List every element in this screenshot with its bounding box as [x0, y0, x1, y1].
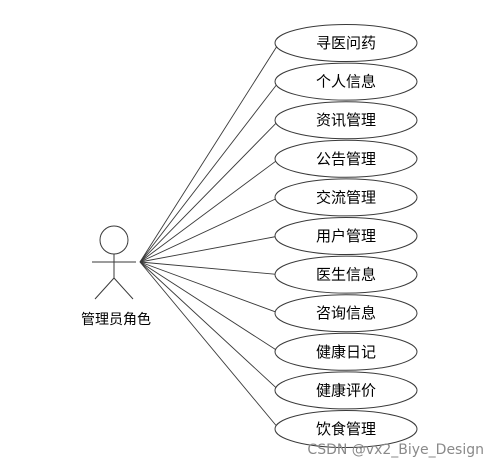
use-case-label: 健康评价 — [316, 381, 376, 399]
association-line — [139, 119, 280, 263]
association-line — [139, 261, 280, 314]
use-case-label: 个人信息 — [316, 73, 376, 91]
use-case: 咨询信息 — [274, 294, 418, 333]
actor: 管理员角色 — [81, 225, 151, 328]
association-line — [139, 81, 280, 263]
use-case-label: 寻医问药 — [316, 34, 376, 52]
use-case: 个人信息 — [274, 62, 418, 101]
use-case-ellipse — [274, 178, 418, 217]
association-line — [139, 261, 280, 391]
use-case-label: 用户管理 — [316, 227, 376, 245]
use-case-label: 交流管理 — [316, 188, 376, 206]
actor-right-leg — [113, 277, 134, 300]
use-case-ellipse — [274, 101, 418, 140]
use-case: 健康评价 — [274, 371, 418, 410]
association-lines — [139, 42, 280, 430]
use-case-label: 医生信息 — [316, 266, 376, 284]
use-case-ellipse — [274, 217, 418, 255]
use-case: 用户管理 — [274, 217, 418, 255]
use-case-ellipse — [274, 255, 418, 294]
use-case: 交流管理 — [274, 178, 418, 217]
association-line — [139, 261, 280, 276]
association-line — [139, 196, 280, 263]
use-case-ellipse — [274, 294, 418, 333]
actor-left-leg — [94, 277, 115, 300]
use-case-label: 健康日记 — [316, 343, 376, 361]
use-case: 资讯管理 — [274, 101, 418, 140]
association-line — [139, 158, 280, 263]
use-case-label: 咨询信息 — [316, 304, 376, 322]
use-case-ellipse — [274, 24, 418, 62]
actor-head — [99, 225, 129, 255]
association-line — [139, 261, 280, 353]
use-case: 寻医问药 — [274, 24, 418, 62]
association-line — [139, 42, 280, 263]
association-line — [139, 235, 280, 263]
association-line — [139, 261, 280, 430]
use-cases: 寻医问药个人信息资讯管理公告管理交流管理用户管理医生信息咨询信息健康日记健康评价… — [274, 24, 418, 448]
use-case-label: 资讯管理 — [316, 111, 376, 129]
use-case-label: 公告管理 — [316, 150, 376, 168]
use-case: 公告管理 — [274, 139, 418, 178]
actor-label: 管理员角色 — [81, 311, 151, 328]
watermark: CSDN @vx2_Biye_Design — [307, 442, 484, 458]
use-case: 医生信息 — [274, 255, 418, 294]
use-case: 健康日记 — [274, 332, 418, 371]
use-case-ellipse — [274, 139, 418, 178]
use-case-ellipse — [274, 332, 418, 371]
use-case-ellipse — [274, 410, 418, 448]
use-case: 饮食管理 — [274, 410, 418, 448]
use-case-label: 饮食管理 — [316, 420, 376, 438]
use-case-ellipse — [274, 371, 418, 410]
use-case-ellipse — [274, 62, 418, 101]
